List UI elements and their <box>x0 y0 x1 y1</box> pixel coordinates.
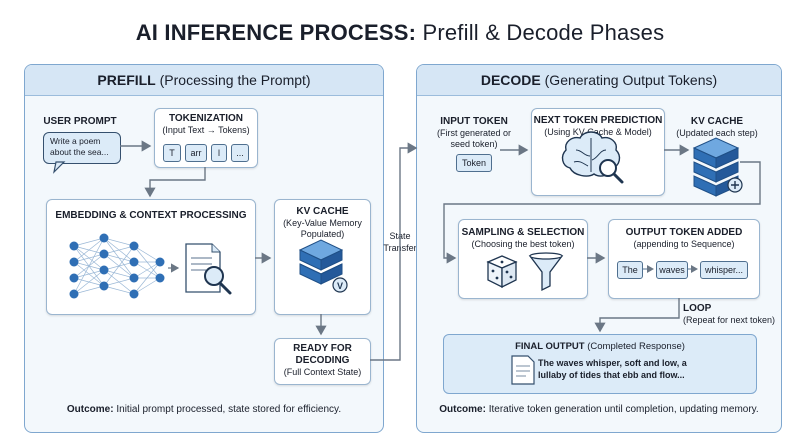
input-token-label: INPUT TOKEN <box>440 116 508 127</box>
next-token-sub: (Using KV Cache & Model) <box>544 127 652 137</box>
prefill-kv-cache-sub: (Key-Value Memory Populated) <box>283 218 362 239</box>
final-output-label: FINAL OUTPUT (Completed Response) <box>515 341 685 352</box>
token-chip: T <box>163 144 181 162</box>
decode-outcome: Outcome: Iterative token generation unti… <box>439 404 759 415</box>
embedding-box: EMBEDDING & CONTEXT PROCESSING <box>46 199 256 315</box>
input-token-chip: Token <box>456 154 492 172</box>
speech-bubble-tail <box>53 161 66 174</box>
arrow-tokenization-to-embedding <box>144 167 206 198</box>
decode-kv-cache-label: KV CACHE <box>690 116 744 127</box>
loop-label: LOOP <box>683 303 712 314</box>
user-prompt-bubble: Write a poem about the sea... <box>43 132 121 164</box>
dice-icon <box>486 255 518 289</box>
prefill-outcome: Outcome: Initial prompt processed, state… <box>66 404 342 415</box>
ready-for-decoding-box: READY FOR DECODING (Full Context State) <box>274 338 371 385</box>
token-chip: ... <box>231 144 249 162</box>
decode-kv-cache-sub: (Updated each step) <box>676 128 758 138</box>
decode-header: DECODE (Generating Output Tokens) <box>417 65 781 96</box>
output-token-chip: whisper... <box>700 261 748 279</box>
decode-database-icon <box>692 137 743 197</box>
final-output-text: The waves whisper, soft and low, a lulla… <box>538 358 687 380</box>
sampling-label: SAMPLING & SELECTION <box>461 227 585 238</box>
final-output-box: FINAL OUTPUT (Completed Response) <box>443 334 757 394</box>
arrow-kv-loop-to-sampling <box>443 161 761 264</box>
ready-sub: (Full Context State) <box>283 367 362 377</box>
embedding-label: EMBEDDING & CONTEXT PROCESSING <box>55 210 247 221</box>
output-token-label: OUTPUT TOKEN ADDED <box>625 227 743 238</box>
arrow-state-transfer <box>370 142 418 361</box>
loop-sub: (Repeat for next token) <box>683 315 776 325</box>
sampling-sub: (Choosing the best token) <box>471 239 575 249</box>
prefill-kv-cache-label: KV CACHE <box>296 206 349 217</box>
funnel-icon <box>528 252 564 292</box>
token-chip: l <box>211 144 227 162</box>
document-search-icon <box>185 243 232 295</box>
final-document-icon <box>511 355 535 385</box>
prefill-header: PREFILL (Processing the Prompt) <box>25 65 383 96</box>
next-token-label: NEXT TOKEN PREDICTION <box>533 115 663 126</box>
next-token-prediction-box: NEXT TOKEN PREDICTION (Using KV Cache & … <box>531 108 665 196</box>
database-icon: V <box>298 239 348 293</box>
output-token-chip: waves <box>656 261 688 279</box>
neural-network-icon <box>69 233 165 299</box>
ready-label: READY FOR DECODING <box>293 343 352 366</box>
arrow-output-to-final <box>594 298 680 333</box>
output-token-box: OUTPUT TOKEN ADDED (appending to Sequenc… <box>608 219 760 299</box>
input-token-sub: (First generated or seed token) <box>436 128 512 149</box>
svg-text:V: V <box>337 281 343 291</box>
brain-icon <box>561 131 624 184</box>
tokenization-label: TOKENIZATION <box>168 113 244 124</box>
user-prompt-label: USER PROMPT <box>43 116 117 127</box>
output-token-sub: (appending to Sequence) <box>633 239 735 249</box>
sampling-box: SAMPLING & SELECTION (Choosing the best … <box>458 219 588 299</box>
tokenization-sub: (Input Text → Tokens) <box>162 125 250 135</box>
token-chip: arr <box>185 144 207 162</box>
page-title: AI INFERENCE PROCESS: Prefill & Decode P… <box>135 20 665 45</box>
user-prompt-text: Write a poem about the sea... <box>50 136 109 157</box>
output-token-chip: The <box>617 261 643 279</box>
